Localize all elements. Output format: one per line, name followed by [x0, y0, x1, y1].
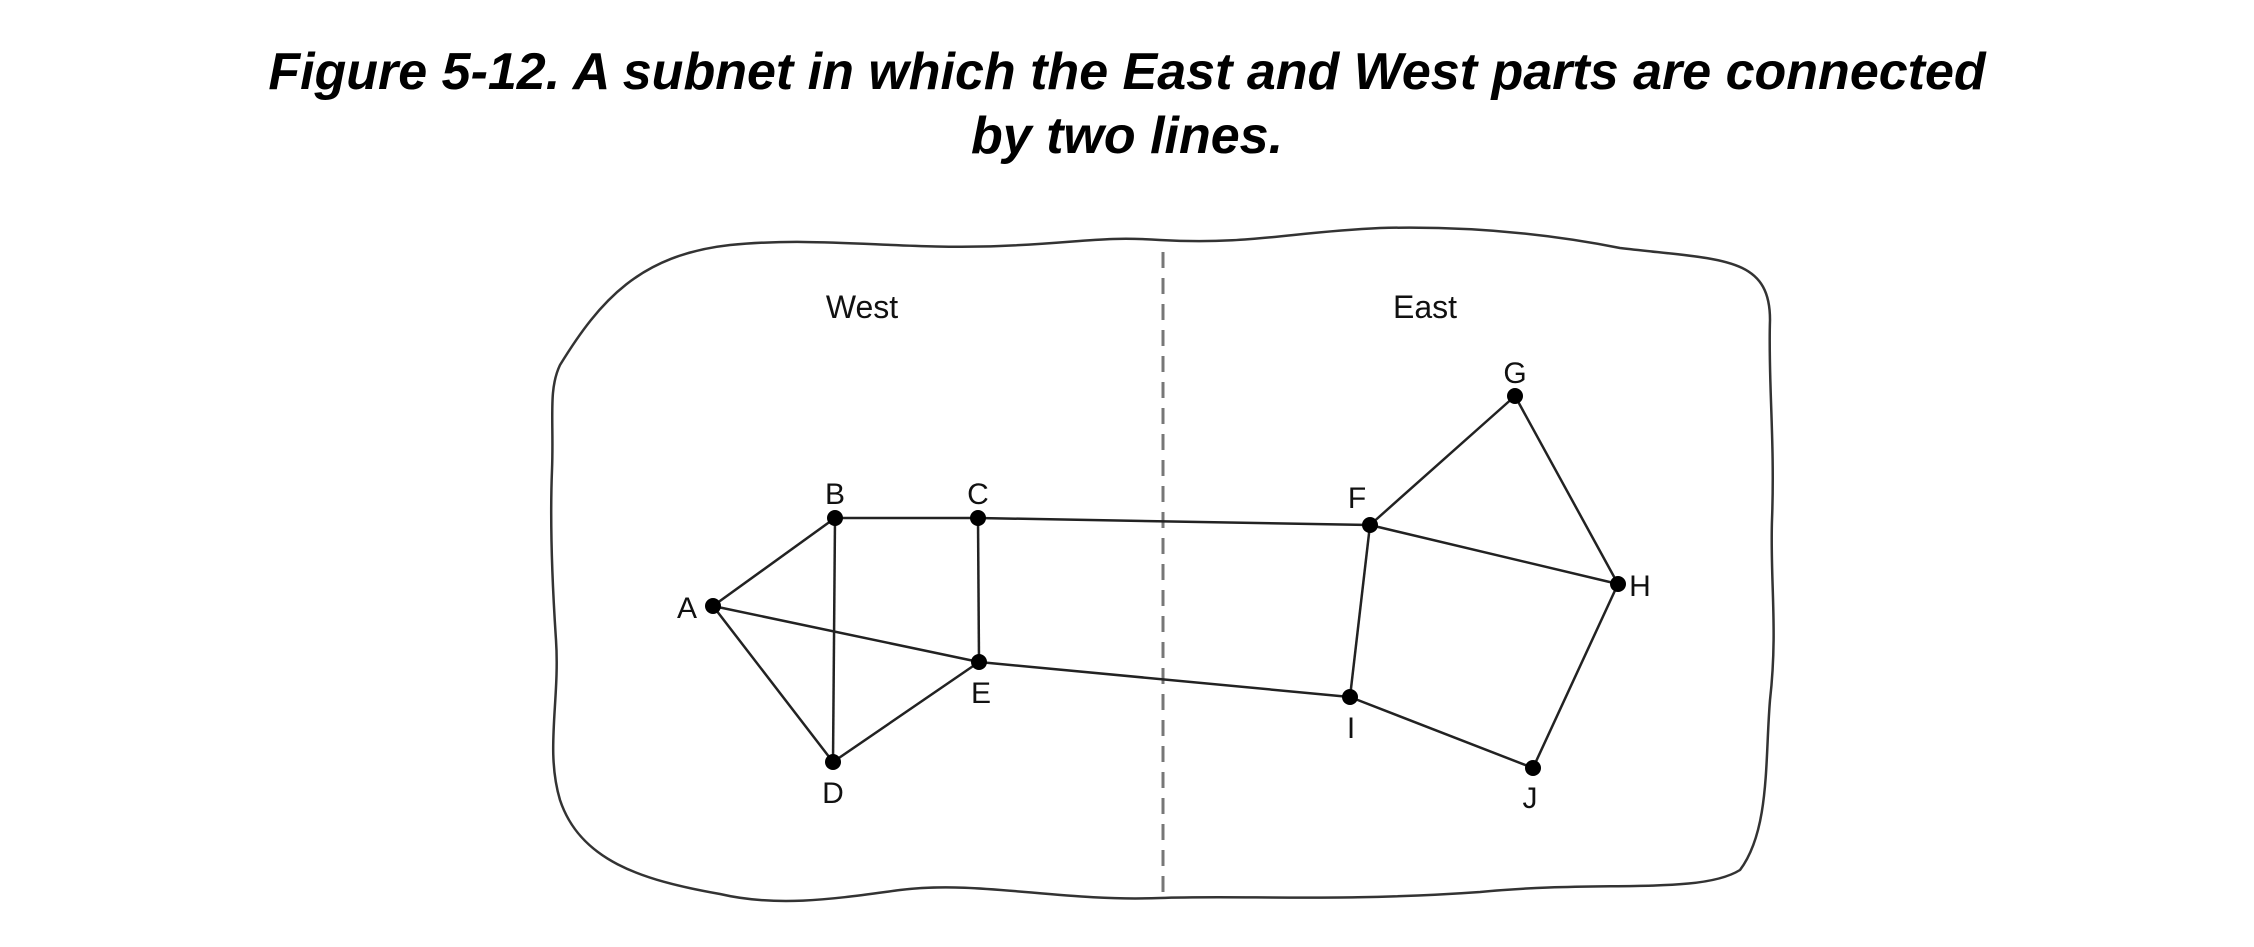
caption-line-2: by two lines.: [970, 107, 1284, 165]
node-label-i: I: [1347, 712, 1355, 745]
node-label-f: F: [1348, 482, 1366, 515]
node-b: B: [825, 478, 845, 526]
west-label: West: [826, 289, 898, 325]
node-e: E: [971, 654, 991, 710]
node-dot-f: [1362, 517, 1378, 533]
edge-g-h: [1513, 395, 1620, 585]
node-label-j: J: [1523, 782, 1538, 815]
subnet-boundary: [549, 226, 1775, 903]
node-f: F: [1348, 482, 1378, 533]
edge-i-j: [1349, 695, 1534, 770]
node-d: D: [822, 754, 844, 810]
node-label-h: H: [1629, 570, 1651, 603]
edge-h-j: [1531, 583, 1620, 769]
edge-a-e: [712, 604, 980, 664]
edge-f-i: [1348, 524, 1372, 698]
node-label-e: E: [971, 677, 991, 710]
edge-f-h: [1369, 523, 1619, 586]
figure-caption: Figure 5-12. A subnet in which the East …: [0, 40, 2254, 168]
edge-a-b: [712, 516, 836, 608]
node-label-d: D: [822, 777, 844, 810]
node-dot-d: [825, 754, 841, 770]
edge-c-e: [976, 517, 981, 663]
node-dot-c: [970, 510, 986, 526]
edge-c-f: [977, 516, 1371, 527]
edge-f-g: [1369, 395, 1516, 526]
node-label-b: B: [825, 478, 845, 511]
node-dot-i: [1342, 689, 1358, 705]
node-dot-e: [971, 654, 987, 670]
caption-line-1: Figure 5-12. A subnet in which the East …: [268, 43, 1986, 101]
node-label-a: A: [677, 592, 697, 625]
node-h: H: [1610, 570, 1651, 603]
node-dot-h: [1610, 576, 1626, 592]
node-label-g: G: [1503, 357, 1526, 390]
edge-a-d: [712, 605, 834, 763]
east-label: East: [1393, 289, 1457, 325]
edge-e-i: [978, 660, 1351, 699]
node-j: J: [1523, 760, 1541, 815]
nodes: A B C D E F G H I J: [677, 357, 1651, 815]
node-g: G: [1503, 357, 1527, 404]
node-dot-g: [1507, 388, 1523, 404]
node-dot-j: [1525, 760, 1541, 776]
node-dot-a: [705, 598, 721, 614]
node-c: C: [967, 478, 989, 526]
edges: [712, 395, 1620, 770]
node-i: I: [1342, 689, 1358, 745]
edge-b-d: [831, 517, 837, 763]
node-a: A: [677, 592, 721, 625]
node-dot-b: [827, 510, 843, 526]
node-label-c: C: [967, 478, 989, 511]
edge-d-e: [832, 660, 980, 764]
